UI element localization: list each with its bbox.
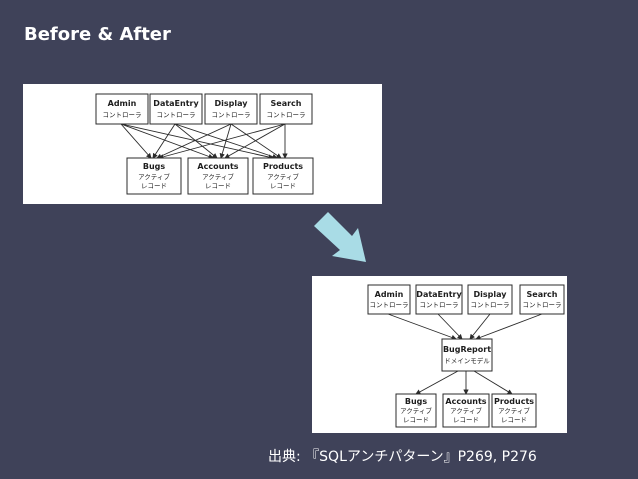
edge (219, 123, 232, 159)
model-sub2: レコード (453, 416, 479, 424)
controller-sub: コントローラ (471, 301, 510, 309)
controller-name: DataEntry (416, 290, 462, 299)
controller-sub: コントローラ (370, 301, 409, 309)
before-edges (120, 123, 288, 160)
edge (230, 123, 282, 159)
model-sub2: レコード (141, 182, 167, 190)
edge (469, 313, 491, 340)
after-controller-display: Display コントローラ (467, 284, 513, 315)
model-sub2: レコード (501, 416, 527, 424)
model-sub2: レコード (270, 182, 296, 190)
controller-name: Admin (108, 99, 137, 108)
before-controller-dataentry: DataEntry コントローラ (149, 93, 203, 125)
after-model-bugs: Bugs アクティブ レコード (395, 393, 437, 428)
after-diagram-svg: Admin コントローラ DataEntry コントローラ Display コン… (367, 284, 565, 428)
edge (415, 370, 459, 395)
before-controller-search: Search コントローラ (259, 93, 313, 125)
edge (120, 123, 152, 159)
after-diagram: Admin コントローラ DataEntry コントローラ Display コン… (312, 276, 567, 433)
controller-name: Search (271, 99, 302, 108)
after-controller-search: Search コントローラ (519, 284, 565, 315)
edge (475, 313, 543, 340)
controller-sub: コントローラ (157, 111, 196, 119)
model-sub1: アクティブ (450, 406, 482, 415)
controller-sub: コントローラ (267, 111, 306, 119)
controller-name: Display (474, 290, 508, 299)
edge (473, 370, 513, 395)
before-model-bugs: Bugs アクティブ レコード (126, 157, 182, 195)
edge (120, 123, 214, 159)
model-name: Accounts (197, 162, 238, 171)
edge (120, 123, 274, 160)
controller-name: Admin (375, 290, 404, 299)
model-name: Bugs (143, 162, 166, 171)
edge (387, 313, 457, 340)
after-domain-model-bugreport: BugReport ドメインモデル (441, 338, 493, 372)
before-controller-admin: Admin コントローラ (95, 93, 149, 125)
edge (152, 123, 176, 159)
before-model-accounts: Accounts アクティブ レコード (187, 157, 249, 195)
controller-sub: コントローラ (103, 111, 142, 119)
before-diagram: Admin コントローラ DataEntry コントローラ Display コン… (23, 84, 382, 204)
slide-title: Before & After (24, 24, 171, 45)
controller-sub: コントローラ (420, 301, 459, 309)
model-name: Products (263, 162, 303, 171)
transition-arrow-icon (314, 212, 366, 262)
model-name: Accounts (445, 397, 486, 406)
source-citation: 出典: 『SQLアンチパターン』P269, P276 (268, 449, 537, 465)
model-sub1: アクティブ (202, 172, 234, 181)
controller-name: Display (215, 99, 249, 108)
domain-model-name: BugReport (443, 345, 491, 354)
edge (174, 123, 218, 159)
after-model-products: Products アクティブ レコード (491, 393, 537, 428)
after-edges (387, 313, 543, 395)
model-name: Products (494, 397, 534, 406)
controller-sub: コントローラ (212, 111, 251, 119)
domain-model-sub: ドメインモデル (444, 356, 490, 365)
edge (156, 123, 232, 159)
controller-name: DataEntry (153, 99, 199, 108)
controller-sub: コントローラ (523, 301, 562, 309)
model-sub2: レコード (205, 182, 231, 190)
after-controller-dataentry: DataEntry コントローラ (415, 284, 463, 315)
before-controller-display: Display コントローラ (204, 93, 258, 125)
before-diagram-svg: Admin コントローラ DataEntry コントローラ Display コン… (95, 93, 314, 195)
edge (224, 123, 286, 159)
after-controller-admin: Admin コントローラ (367, 284, 411, 315)
model-sub2: レコード (403, 416, 429, 424)
model-sub1: アクティブ (400, 406, 432, 415)
model-name: Bugs (405, 397, 428, 406)
model-sub1: アクティブ (498, 406, 530, 415)
model-sub1: アクティブ (267, 172, 299, 181)
model-sub1: アクティブ (138, 172, 170, 181)
before-model-products: Products アクティブ レコード (252, 157, 314, 195)
controller-name: Search (527, 290, 558, 299)
edge (158, 123, 286, 160)
edge (437, 313, 463, 340)
after-model-accounts: Accounts アクティブ レコード (442, 393, 490, 428)
